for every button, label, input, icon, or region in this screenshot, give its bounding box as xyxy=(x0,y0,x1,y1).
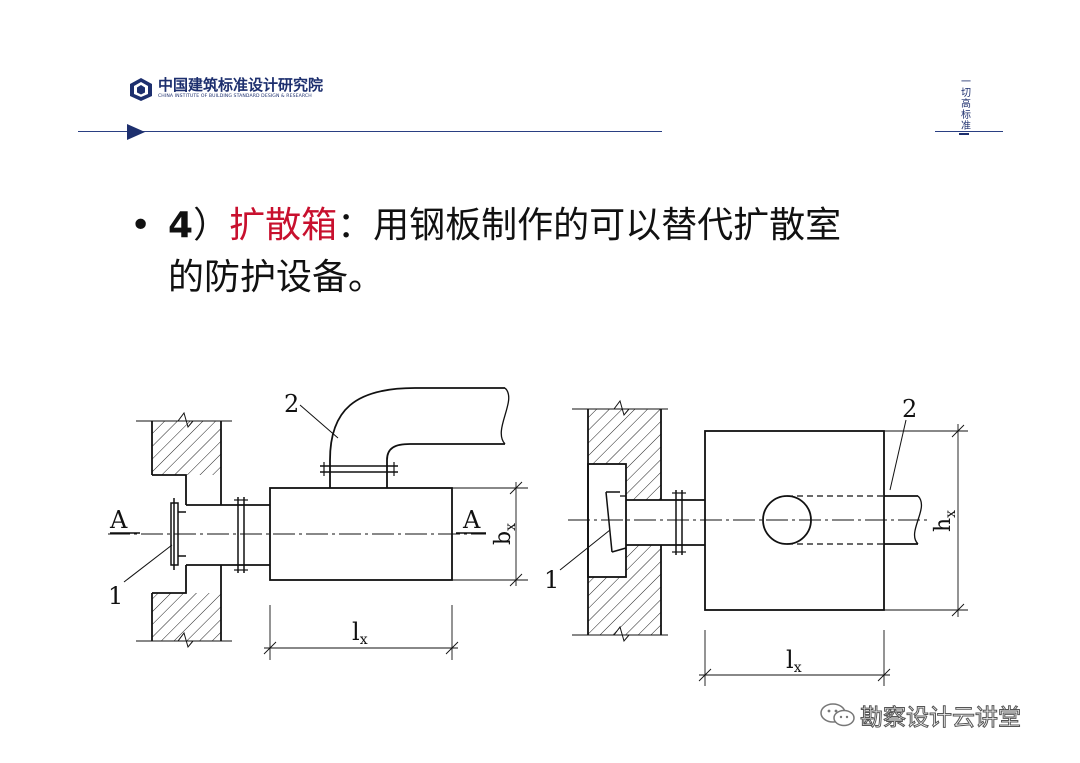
svg-text:lx: lx xyxy=(786,646,802,676)
bullet-line-1: 4）扩散箱：用钢板制作的可以替代扩散室 xyxy=(168,200,841,252)
left-dim-lx: lx xyxy=(263,605,459,660)
left-short-pipe xyxy=(186,497,270,573)
bullet-term: 扩散箱 xyxy=(229,205,338,246)
bullet-line1-rest: 用钢板制作的可以替代扩散室 xyxy=(373,205,842,246)
right-label-1: 1 xyxy=(544,566,559,594)
side-tag: 一切高标准 xyxy=(956,74,972,135)
left-section-a-left: A xyxy=(109,506,128,534)
left-wall xyxy=(136,411,232,649)
header-rule xyxy=(78,131,662,132)
left-label-2: 2 xyxy=(284,390,299,418)
right-dim-h-label: h xyxy=(931,518,956,532)
side-tag-text: 一切高标准 xyxy=(958,76,970,131)
right-drawing: 2 1 hx lx xyxy=(544,395,968,686)
org-logo: 中国建筑标准设计研究院 CHINA INSTITUTE OF BUILDING … xyxy=(128,76,323,102)
right-label-2: 2 xyxy=(902,395,917,423)
right-dim-lx: lx xyxy=(698,630,891,686)
wechat-icon xyxy=(820,703,855,727)
right-wall xyxy=(572,399,668,643)
watermark-text: 勘察设计云讲堂 xyxy=(860,705,1022,732)
left-drawing: A A 2 1 bx lx xyxy=(108,387,528,660)
left-label-1: 1 xyxy=(108,582,123,610)
org-emblem-icon xyxy=(130,78,152,101)
right-dim-l-label: l xyxy=(786,646,794,674)
left-bent-pipe xyxy=(320,387,510,488)
org-name-cn: 中国建筑标准设计研究院 xyxy=(158,76,324,95)
bullet-paren: ） xyxy=(193,205,230,246)
right-dim-l-sub: x xyxy=(794,660,802,676)
left-dim-l-label: l xyxy=(352,618,360,646)
left-section-a-right: A xyxy=(462,506,481,534)
bullet-colon: ： xyxy=(337,205,374,246)
left-dim-bx: bx xyxy=(452,481,528,587)
bullet-number: 4 xyxy=(168,205,194,246)
side-tag-bar xyxy=(959,133,969,135)
right-valve xyxy=(605,491,627,553)
left-dim-b-sub: x xyxy=(503,523,519,531)
header-right-rule xyxy=(935,131,1003,132)
left-dim-l-sub: x xyxy=(360,632,368,648)
bullet-dot: • xyxy=(130,205,152,246)
svg-text:lx: lx xyxy=(352,618,368,648)
svg-text:hx: hx xyxy=(931,510,959,532)
header-arrow-icon xyxy=(127,124,145,140)
bullet-line-2: 的防护设备。 xyxy=(168,257,385,298)
right-short-pipe xyxy=(626,490,705,555)
watermark: 勘察设计云讲堂 xyxy=(818,698,1022,732)
svg-text:bx: bx xyxy=(491,523,519,545)
left-dim-b-label: b xyxy=(491,531,516,545)
right-dim-hx: hx xyxy=(884,424,968,617)
org-name-en: CHINA INSTITUTE OF BUILDING STANDARD DES… xyxy=(158,94,312,100)
right-dim-h-sub: x xyxy=(943,510,959,518)
